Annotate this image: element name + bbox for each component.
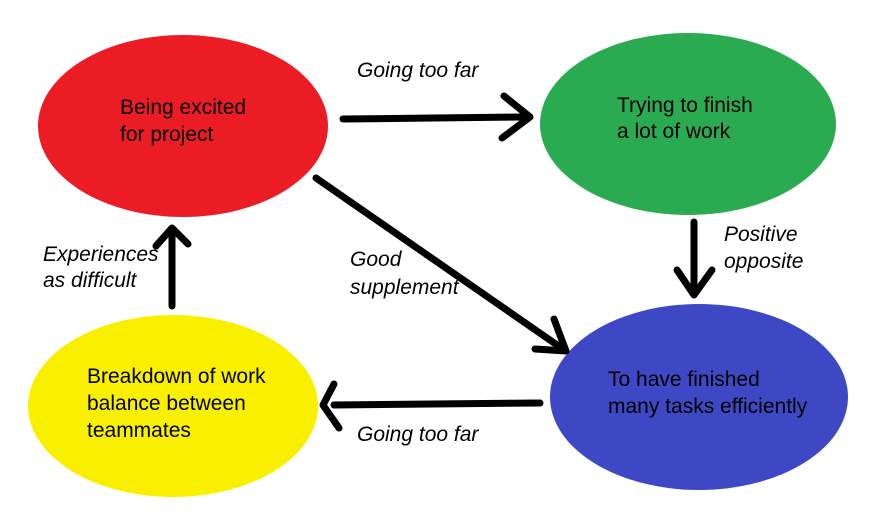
arrow-trying-to-finished bbox=[673, 218, 716, 299]
edge-label-excited-to-finished: Good supplement bbox=[350, 248, 459, 299]
node-label-breakdown: Breakdown of work balance between teamma… bbox=[87, 365, 266, 442]
node-ellipse-excited bbox=[38, 35, 328, 217]
node-label-excited: Being excited for project bbox=[120, 96, 247, 146]
node-label-trying: Trying to finish a lot of work bbox=[617, 94, 753, 143]
edge-label-excited-to-trying: Going too far bbox=[357, 59, 479, 82]
arrow-breakdown-to-excited bbox=[152, 224, 192, 310]
node-label-finished: To have finished many tasks efficiently bbox=[608, 368, 808, 418]
edge-label-trying-to-finished: Positive opposite bbox=[724, 223, 804, 273]
node-ellipse-trying bbox=[540, 33, 836, 215]
arrow-excited-to-finished bbox=[312, 174, 570, 355]
arrow-finished-to-breakdown bbox=[319, 380, 544, 432]
edge-label-finished-to-breakdown: Going too far bbox=[357, 423, 479, 446]
edge-label-breakdown-to-excited: Experiences as difficult bbox=[43, 243, 159, 292]
node-ellipse-breakdown bbox=[28, 315, 318, 497]
node-ellipse-finished bbox=[550, 304, 848, 490]
arrow-excited-to-trying bbox=[339, 92, 534, 142]
